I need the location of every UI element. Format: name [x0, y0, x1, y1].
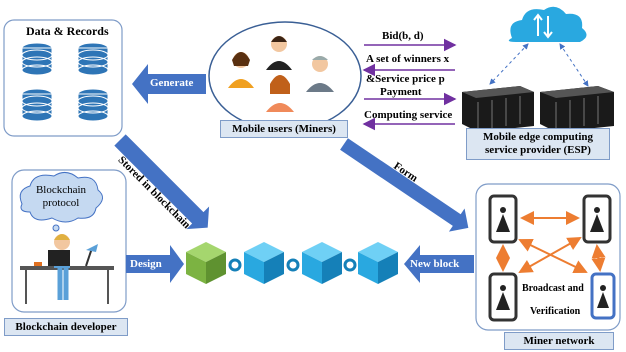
block-icon [302, 242, 342, 284]
broadcast-arrows [496, 211, 606, 274]
protocol-label: Blockchain protocol [35, 184, 87, 209]
esp-label-line1: Mobile edge computing [483, 131, 593, 143]
esp-label-line2: service provider (ESP) [485, 143, 591, 156]
user-avatars-icon [228, 36, 334, 112]
chain-link-icon [228, 258, 357, 272]
blockchain [186, 242, 398, 284]
price-label: &Service price p [366, 73, 445, 85]
thought-bubble [52, 224, 60, 232]
bid-label: Bid(b, d) [382, 30, 424, 42]
exchange-arrows [362, 38, 457, 131]
server-icon-left [462, 86, 534, 132]
computing-label: Computing service [364, 109, 453, 121]
miner-network-label: Miner network [504, 332, 614, 350]
cloud-link-right [559, 43, 589, 87]
server-icon-right [540, 86, 614, 132]
cloud-link-left [489, 43, 529, 85]
generate-label: Generate [150, 77, 194, 89]
new-block-label: New block [410, 258, 460, 270]
form-arrow [340, 138, 469, 232]
sync-icon [533, 13, 553, 39]
mobile-users-label: Mobile users (Miners) [220, 120, 348, 138]
winners-label: A set of winners x [366, 53, 450, 65]
design-arrow [126, 245, 184, 283]
block-green-icon [186, 242, 226, 284]
esp-label: Mobile edge computing service provider (… [466, 128, 610, 160]
block-icon [358, 242, 398, 284]
developer-label: Blockchain developer [4, 318, 128, 336]
miner-phone-icon [488, 194, 616, 322]
developer-icon [20, 234, 114, 304]
block-icon [244, 242, 284, 284]
stored-arrow [114, 134, 210, 230]
mobile-users-oval [208, 21, 362, 131]
data-records-title: Data & Records [26, 24, 109, 38]
broadcast-label: Broadcast and [522, 283, 584, 294]
payment-label: Payment [380, 86, 422, 98]
new-block-arrow [404, 245, 474, 283]
generate-arrow [132, 64, 206, 104]
design-label: Design [130, 258, 162, 270]
database-icon [21, 42, 109, 122]
verification-label: Verification [530, 306, 581, 317]
protocol-cloud-icon [19, 172, 103, 223]
